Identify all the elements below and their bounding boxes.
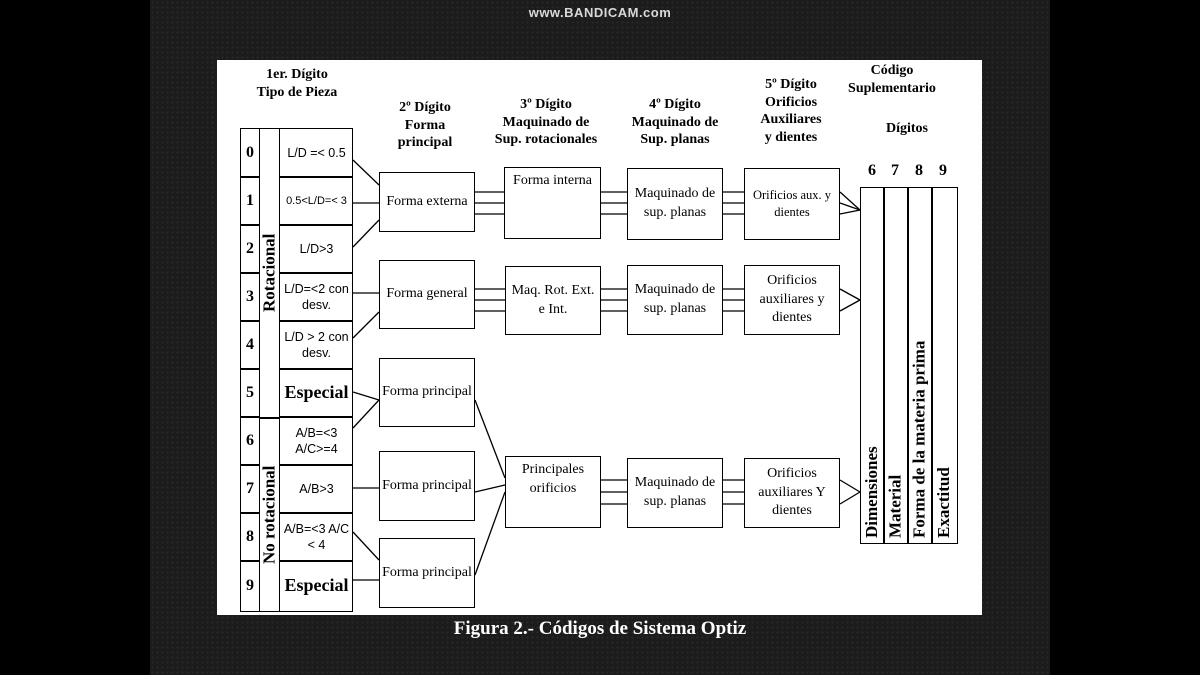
row-condition: A/B=<3 A/C < 4 [283, 521, 350, 552]
sup-label-forma-materia-prima: Forma de la materia prima [909, 340, 929, 538]
supplementary-table: Dimensiones Material Forma de la materia… [860, 187, 958, 544]
row-number: 4 [246, 336, 254, 353]
row-8 [240, 512, 353, 562]
row-7 [240, 464, 353, 514]
header-digitos: Dígitos [886, 121, 928, 136]
header-digit-4-line2: Maquinado de [631, 114, 719, 130]
digit3-maq-rot: Maq. Rot. Ext. e Int. [505, 266, 601, 335]
row-condition: L/D=<2 con desv. [284, 281, 349, 312]
row-condition: L/D =< 0.5 [287, 145, 346, 160]
sup-divider [931, 188, 933, 543]
sup-divider [907, 188, 909, 543]
row-2 [240, 224, 353, 274]
digit2-forma-principal-2: Forma principal [379, 451, 475, 521]
connector-lines [352, 159, 861, 581]
header-digit-2-line2: Forma [404, 117, 446, 133]
figure-caption: Figura 2.- Códigos de Sistema Optiz [453, 618, 747, 639]
sup-label-exactitud: Exactitud [934, 467, 953, 538]
row-condition: 0.5<L/D=< 3 [286, 194, 347, 207]
row-number: 2 [246, 240, 254, 257]
row-number: 3 [246, 288, 254, 305]
header-digit-1-line1: 1er. Dígito [266, 67, 328, 82]
row-0 [240, 128, 353, 178]
row-condition: Especial [284, 382, 349, 403]
row-number: 0 [246, 144, 254, 161]
digit2-forma-general: Forma general [379, 260, 475, 329]
row-1 [240, 176, 353, 226]
sup-digit-6: 6 [868, 162, 876, 179]
digit3-forma-interna: Forma interna [504, 167, 601, 239]
header-digit-3-line3: Sup. rotacionales [494, 132, 598, 147]
header-digit-1-line2: Tipo de Pieza [256, 84, 338, 100]
sup-label-material: Material [885, 474, 905, 538]
row-condition: L/D > 2 con desv. [284, 329, 349, 360]
left-letterbox [0, 0, 150, 675]
header-digit-5-line3: Auxiliares [760, 112, 822, 127]
row-6 [240, 416, 353, 466]
header-digit-3-line2: Maquinado de [502, 114, 590, 130]
row-condition: L/D>3 [299, 241, 334, 256]
sup-digit-8: 8 [915, 162, 923, 179]
digit5-orificios-1: Orificios aux. y dientes [744, 168, 840, 240]
row-4 [240, 320, 353, 370]
header-digit-1: 1er. Dígito Tipo de Pieza [232, 66, 362, 101]
row-number: 7 [246, 480, 254, 497]
group-rotacional [259, 128, 280, 418]
digit4-maquinado-2: Maquinado de sup. planas [627, 265, 723, 335]
right-letterbox [1050, 0, 1200, 675]
row-number: 6 [246, 432, 254, 449]
header-digit-5-line2: Orificios [764, 94, 818, 110]
row-3 [240, 272, 353, 322]
header-digit-5-line1: 5º Dígito [765, 77, 817, 92]
header-sup-line1: Código [870, 63, 914, 78]
digit2-forma-principal-1: Forma principal [379, 358, 475, 427]
row-number: 8 [246, 528, 254, 545]
header-digit-5-line4: y dientes [764, 129, 818, 145]
first-digit-table: Rotacional No rotacional 0 1 2 3 4 5 6 7… [240, 128, 353, 613]
header-digit-4-line3: Sup. planas [640, 132, 710, 147]
row-5 [240, 368, 353, 418]
digit5-orificios-2: Orificios auxiliares y dientes [744, 265, 840, 335]
optiz-diagram: 1er. Dígito Tipo de Pieza 2º Dígito Form… [217, 60, 982, 615]
digit5-orificios-3: Orificios auxiliares Y dientes [744, 458, 840, 528]
row-number: 1 [246, 192, 254, 209]
header-digit-2-line1: 2º Dígito [399, 100, 451, 115]
header-sup-line2: Suplementario [848, 80, 936, 96]
digit4-maquinado-3: Maquinado de sup. planas [627, 458, 723, 528]
row-condition: A/B=<3 A/C>=4 [295, 425, 338, 456]
digit2-forma-principal-3: Forma principal [379, 538, 475, 608]
header-digit-4: 4º Dígito Maquinado de Sup. planas [610, 96, 740, 149]
sup-divider [883, 188, 885, 543]
group-no-rotacional [259, 418, 280, 612]
row-9 [240, 560, 353, 612]
row-condition: A/B>3 [299, 481, 334, 496]
header-digit-4-line1: 4º Dígito [649, 97, 701, 112]
sup-label-dimensiones: Dimensiones [862, 446, 881, 538]
row-number: 9 [246, 577, 254, 594]
watermark: www.BANDICAM.com [528, 5, 672, 20]
digit4-maquinado-1: Maquinado de sup. planas [627, 168, 723, 240]
header-digit-2-line3: principal [397, 135, 453, 150]
row-condition: Especial [284, 575, 349, 596]
header-digit-2: 2º Dígito Forma principal [360, 99, 490, 152]
sup-digit-9: 9 [939, 162, 947, 179]
header-supplementary: Código Suplementario [827, 62, 957, 97]
header-digit-5: 5º Dígito Orificios Auxiliares y dientes [726, 76, 856, 146]
header-digit-3-line1: 3º Dígito [520, 97, 572, 112]
row-number: 5 [246, 384, 254, 401]
digit2-forma-externa: Forma externa [379, 172, 475, 232]
digit3-principales-orificios: Principales orificios [505, 456, 601, 528]
sup-digit-7: 7 [891, 162, 899, 179]
header-digit-3: 3º Dígito Maquinado de Sup. rotacionales [481, 96, 611, 149]
